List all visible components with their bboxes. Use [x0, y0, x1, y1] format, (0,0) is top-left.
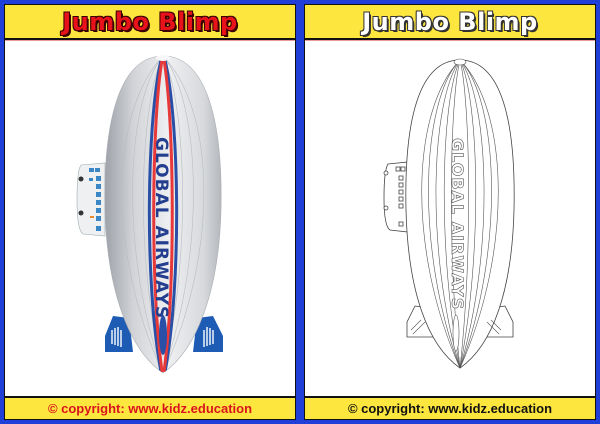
blimp-body-text: GLOBAL AIRWAYS — [448, 138, 467, 310]
copyright-text: © copyright: www.kidz.education — [347, 401, 553, 416]
card-title: Jumbo Blimp — [362, 7, 538, 36]
card-header: Jumbo Blimp — [305, 5, 595, 40]
card-footer: © copyright: www.kidz.education — [5, 396, 295, 419]
card-title: Jumbo Blimp — [62, 7, 238, 36]
card-footer: © copyright: www.kidz.education — [305, 396, 595, 419]
blimp-outline-illustration: GLOBAL AIRWAYS — [383, 58, 515, 369]
tail-fins-icon — [105, 316, 223, 352]
copyright-text: © copyright: www.kidz.education — [47, 401, 253, 416]
gondola-icon — [76, 162, 106, 237]
flashcard-color: Jumbo Blimp — [4, 4, 296, 420]
blimp-body-text: GLOBAL AIRWAYS — [151, 137, 171, 319]
flashcard-outline: Jumbo Blimp — [304, 4, 596, 420]
card-header: Jumbo Blimp — [5, 5, 295, 40]
blimp-color-illustration: GLOBAL AIRWAYS — [76, 55, 223, 374]
